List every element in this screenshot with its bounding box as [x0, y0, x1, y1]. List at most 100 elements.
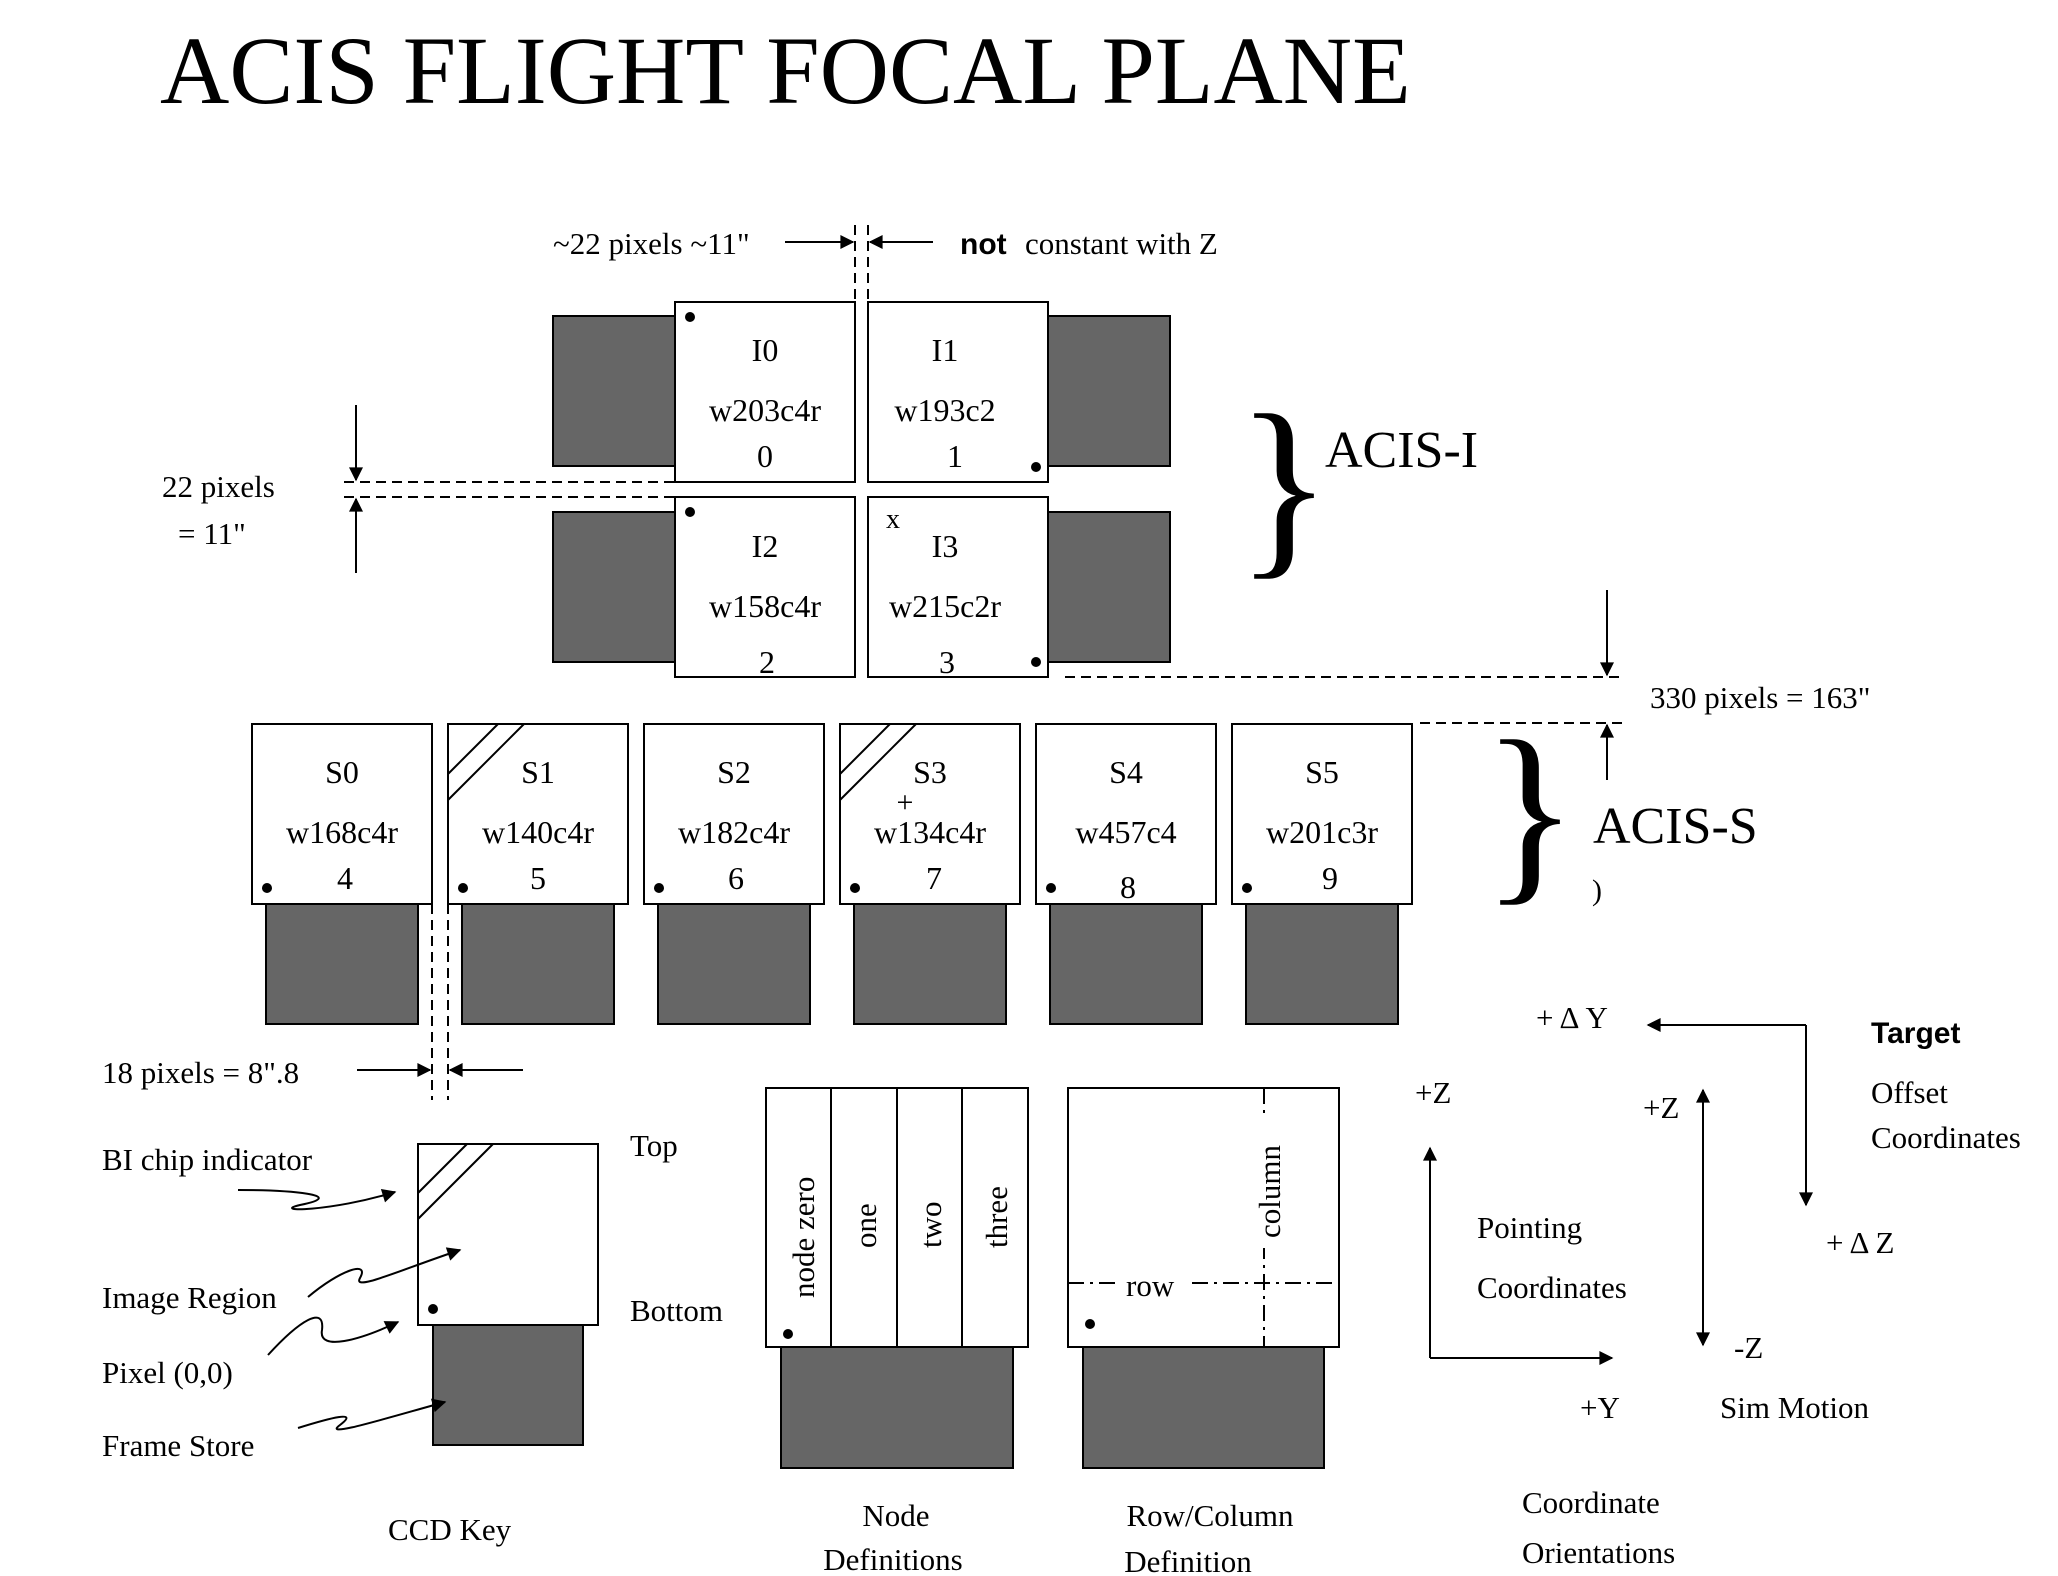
chip-number-s5: 9: [1322, 860, 1338, 896]
sim-plus-z-label: +Z: [1643, 1090, 1679, 1125]
target-label-2: Offset: [1871, 1075, 1948, 1110]
chip-serial-s3: w134c4r: [874, 814, 986, 850]
node-label-two: two: [913, 1202, 948, 1249]
frame-store-s0: [265, 903, 419, 1025]
target-label-3: Coordinates: [1871, 1120, 2021, 1155]
acis-s-paren: ): [1592, 874, 1602, 907]
acis-s-array: [251, 723, 1413, 1025]
i-row-gap-label-1: 22 pixels: [162, 469, 275, 504]
ccd-key-bi-line-b: [417, 1143, 494, 1220]
bi-indicator-s3-a: [839, 723, 891, 775]
chip-serial-i3: w215c2r: [889, 588, 1001, 624]
node-caption-1: Node: [862, 1498, 929, 1533]
node-definitions: [765, 1087, 1029, 1469]
ccd-key-pointer-frame: [297, 1398, 447, 1431]
ccd-key-pointer-image: [307, 1247, 462, 1298]
i-row-gap-label-2: = 11": [178, 516, 246, 551]
chip-name-s1: S1: [521, 754, 555, 790]
ccd-key-pointer-bi: [237, 1189, 397, 1211]
chip-serial-s4: w457c4: [1075, 814, 1176, 850]
chip-number-i0: 0: [757, 438, 773, 474]
ccd-chip-i3: [867, 496, 1049, 678]
frame-store-i0: [552, 315, 676, 467]
rowcol-caption-2: Definition: [1124, 1544, 1252, 1576]
node-frame-store: [780, 1346, 1014, 1469]
ccd-key-top-label: Top: [630, 1128, 678, 1163]
chip-mark-s3: +: [897, 786, 914, 819]
ccd-key-pixel-dot: [428, 1304, 438, 1314]
chip-name-s0: S0: [325, 754, 359, 790]
coord-caption-1: Coordinate: [1522, 1485, 1660, 1520]
ccd-key-pixel-label: Pixel (0,0): [102, 1355, 233, 1390]
ccd-chip-s2: [643, 723, 825, 905]
ccd-key-bi-line-a: [417, 1143, 468, 1194]
acis-i-brace: }: [1236, 375, 1332, 596]
ccd-key-pointer-pixel: [267, 1316, 400, 1356]
i-gap-right-label: constant with Z: [1025, 226, 1218, 261]
frame-store-i2: [552, 511, 676, 663]
i-gap-left-label: ~22 pixels ~11": [553, 226, 750, 261]
node-label-three: three: [979, 1186, 1014, 1248]
chip-name-i1: I1: [932, 332, 959, 368]
chip-number-s4: 8: [1120, 869, 1136, 905]
pixel-origin-dot-i2: [685, 507, 695, 517]
frame-store-s2: [657, 903, 811, 1025]
column-label: column: [1252, 1145, 1287, 1238]
sim-motion-label: Sim Motion: [1720, 1390, 1870, 1425]
pixel-origin-dot-s5: [1242, 883, 1252, 893]
frame-store-i1: [1047, 315, 1171, 467]
chip-serial-i1: w193c2: [894, 392, 995, 428]
ccd-chip-i0: [674, 301, 856, 483]
rowcol-caption-1: Row/Column: [1126, 1498, 1294, 1533]
ccd-key-image-label: Image Region: [102, 1280, 277, 1315]
ccd-key-caption: CCD Key: [388, 1512, 512, 1547]
rowcol-pixel-dot: [1085, 1319, 1095, 1329]
pixel-origin-dot-i1: [1031, 462, 1041, 472]
chip-number-i3: 3: [939, 644, 955, 680]
node-pixel-dot: [783, 1329, 793, 1339]
ccd-chip-s0: [251, 723, 433, 905]
bi-indicator-s1-b: [447, 723, 525, 801]
ccd-key-frame-store: [432, 1324, 584, 1446]
chip-serial-s2: w182c4r: [678, 814, 790, 850]
bi-indicator-s3-b: [839, 723, 917, 801]
frame-store-s3: [853, 903, 1007, 1025]
chip-serial-i2: w158c4r: [709, 588, 821, 624]
chip-serial-s5: w201c3r: [1266, 814, 1378, 850]
chip-name-s2: S2: [717, 754, 751, 790]
pointing-label-2: Coordinates: [1477, 1270, 1627, 1305]
ccd-chip-s4: [1035, 723, 1217, 905]
node-label-zero: node zero: [786, 1177, 821, 1298]
pixel-origin-dot-s3: [850, 883, 860, 893]
pointing-plus-z-label: +Z: [1415, 1075, 1451, 1110]
chip-number-s1: 5: [530, 860, 546, 896]
row-label: row: [1126, 1268, 1175, 1303]
chip-name-s3: S3: [913, 754, 947, 790]
pixel-origin-dot-s4: [1046, 883, 1056, 893]
frame-store-i3: [1047, 511, 1171, 663]
ccd-key-bi-label: BI chip indicator: [102, 1142, 313, 1177]
rowcol-frame-store: [1082, 1346, 1325, 1469]
chip-name-i3: I3: [932, 528, 959, 564]
target-plus-dz-label: + Δ Z: [1826, 1225, 1894, 1260]
acis-i-array: [552, 301, 1171, 678]
pixel-origin-dot-i3: [1031, 657, 1041, 667]
chip-number-s3: 7: [926, 860, 942, 896]
pixel-origin-dot-s1: [458, 883, 468, 893]
acis-s-label: ACIS-S: [1593, 798, 1758, 855]
pointing-label-1: Pointing: [1477, 1210, 1582, 1245]
ccd-chip-i1: [867, 301, 1049, 483]
i-gap-not-label: not: [960, 228, 1007, 261]
ccd-chip-s1: [447, 723, 629, 905]
ccd-chip-s3: [839, 723, 1021, 905]
chip-name-i2: I2: [752, 528, 779, 564]
row-column-definition: [1067, 1087, 1340, 1469]
frame-store-s4: [1049, 903, 1203, 1025]
bi-indicator-s1-a: [447, 723, 499, 775]
chip-name-s5: S5: [1305, 754, 1339, 790]
target-label-1: Target: [1871, 1017, 1960, 1050]
pixel-origin-dot-s0: [262, 883, 272, 893]
acis-s-brace: }: [1482, 701, 1578, 922]
sim-minus-z-label: -Z: [1734, 1330, 1763, 1365]
node-caption-2: Definitions: [823, 1542, 963, 1576]
